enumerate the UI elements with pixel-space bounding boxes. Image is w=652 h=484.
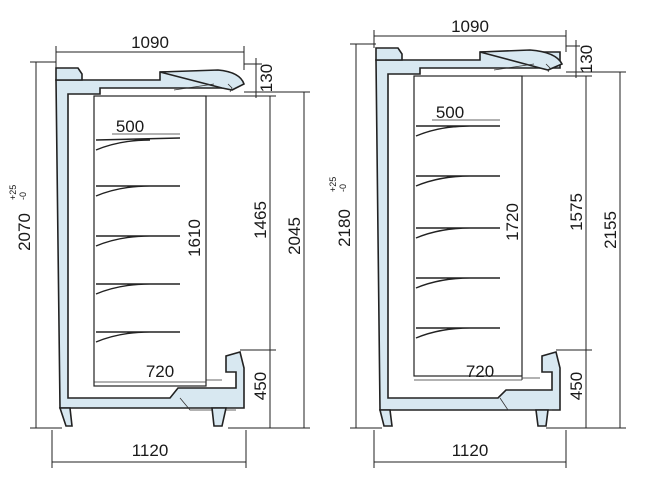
right-bottom-width: 1120 xyxy=(452,441,489,460)
left-shelf-span: 1610 xyxy=(185,219,204,257)
left-top-width: 1090 xyxy=(131,33,169,52)
left-tolerance-lower: -0 xyxy=(18,192,28,200)
right-foot-1 xyxy=(378,409,393,427)
left-base-depth: 720 xyxy=(146,362,174,381)
right-shelf-1 xyxy=(415,125,500,137)
right-shelf-depth-top: 500 xyxy=(436,103,464,122)
right-tolerance-lower: -0 xyxy=(338,184,348,192)
left-shelf-1 xyxy=(95,137,181,151)
right-top-width: 1090 xyxy=(451,17,489,36)
right-foot-2 xyxy=(535,409,549,427)
right-base-depth: 720 xyxy=(466,362,494,381)
left-bottom-width: 1120 xyxy=(132,441,169,460)
left-shelf-depth-top: 500 xyxy=(116,117,144,136)
right-cabinet-body xyxy=(375,51,561,411)
right-shelf-5 xyxy=(415,327,500,339)
left-unit: 1090 130 2070 +25 -0 1465 2045 500 1610 … xyxy=(8,33,310,468)
left-opening-height: 1465 xyxy=(251,201,270,239)
right-dimensions xyxy=(350,30,626,468)
left-top-cap xyxy=(55,67,83,81)
right-opening-height: 1575 xyxy=(567,193,586,231)
right-top-cap xyxy=(375,47,403,61)
right-canopy-height: 130 xyxy=(577,45,596,73)
right-shelf-span: 1720 xyxy=(503,203,522,241)
right-tolerance-upper: +25 xyxy=(328,177,338,192)
left-dimensions xyxy=(30,46,310,468)
right-base-height: 450 xyxy=(567,372,586,400)
left-shelf-3 xyxy=(95,235,180,247)
right-overall-height: 2155 xyxy=(601,211,620,249)
right-shelf-2 xyxy=(415,175,500,187)
left-foot-2 xyxy=(211,407,227,427)
left-canopy xyxy=(159,69,245,91)
left-base-height: 450 xyxy=(251,372,270,400)
right-canopy xyxy=(479,49,564,71)
right-shelf-4 xyxy=(415,277,500,289)
left-tolerance-upper: +25 xyxy=(8,185,18,200)
right-total-height: 2180 xyxy=(335,209,354,247)
left-foot-1 xyxy=(58,407,73,427)
left-canopy-height: 130 xyxy=(257,64,276,92)
left-total-height: 2070 xyxy=(15,213,34,251)
left-shelf-4 xyxy=(95,283,180,295)
right-shelf-3 xyxy=(415,227,500,239)
left-shelf-2 xyxy=(95,185,180,197)
left-shelf-5 xyxy=(95,331,180,343)
left-overall-height: 2045 xyxy=(285,217,304,255)
right-unit: 1090 130 2180 +25 -0 1575 2155 500 1720 … xyxy=(328,17,626,468)
